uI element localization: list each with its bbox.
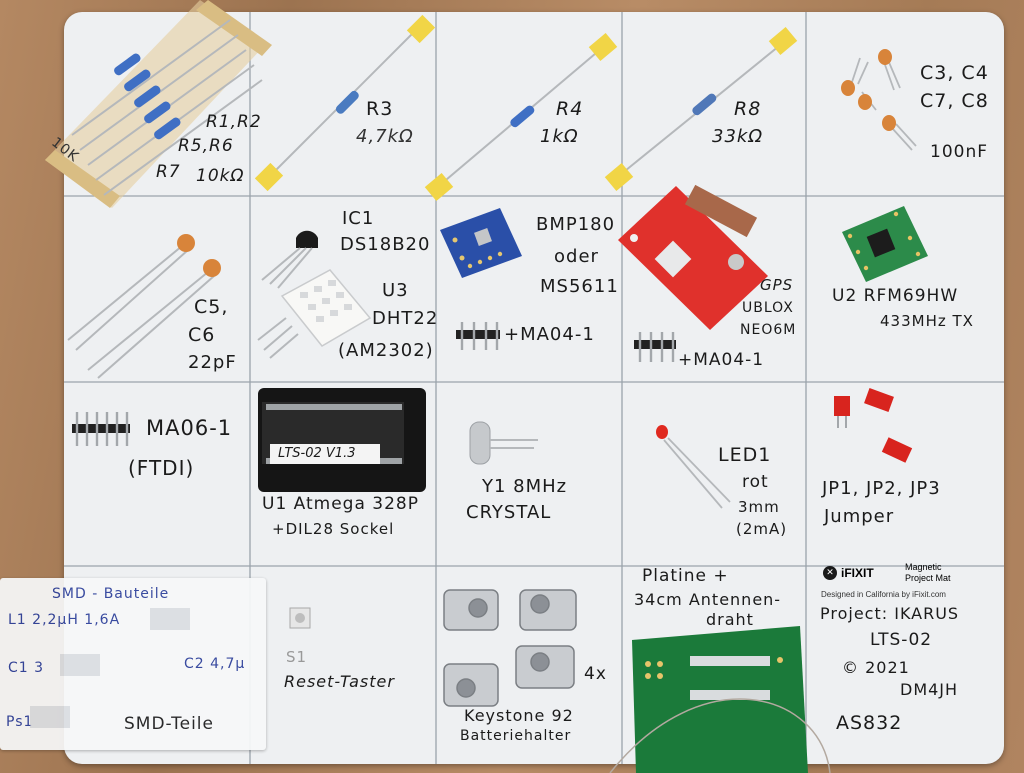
label-keystone: Keystone 92 xyxy=(464,706,574,725)
smd-parts-card: SMD - Bauteile L1 2,2µH 1,6A C1 3 C2 4,7… xyxy=(0,578,266,750)
smd-title: SMD - Bauteile xyxy=(52,586,170,602)
label-3mm: 3mm xyxy=(738,498,780,516)
label-c6: C6 xyxy=(188,324,216,346)
smd-bottom-label: SMD-Teile xyxy=(124,714,214,734)
label-ic1: IC1 xyxy=(342,208,375,229)
label-bmp180: BMP180 xyxy=(536,214,616,235)
ifixit-brand: iFIXIT xyxy=(841,566,874,580)
label-r4-value: 1kΩ xyxy=(540,126,579,147)
label-am2302: (AM2302) xyxy=(338,340,434,361)
smd-ps1: Ps1 xyxy=(6,714,34,730)
label-4x: 4x xyxy=(584,664,607,684)
label-gps-header: +MA04-1 xyxy=(678,350,765,370)
header-4pin-gps xyxy=(634,332,676,362)
label-ma06: MA06-1 xyxy=(146,416,233,440)
label-10k-value: 10kΩ xyxy=(196,166,245,186)
label-jp: JP1, JP2, JP3 xyxy=(822,478,941,499)
mat-title-2: Project Mat xyxy=(905,573,951,583)
label-neo6m: NEO6M xyxy=(740,322,797,338)
smd-c1: C1 3 xyxy=(8,660,45,676)
label-ftdi: (FTDI) xyxy=(128,456,195,480)
red-led xyxy=(656,425,731,509)
smd-l1: L1 2,2µH 1,6A xyxy=(8,612,121,628)
smd-tape-3 xyxy=(30,706,70,728)
label-dil28: +DIL28 Sockel xyxy=(272,520,395,538)
label-lts02: LTS-02 xyxy=(870,630,933,650)
label-22pf: 22pF xyxy=(188,352,237,373)
gps-neo6m-module xyxy=(618,184,768,330)
label-2021: © 2021 xyxy=(842,658,910,677)
atmega-on-foam xyxy=(258,388,426,492)
label-jumper: Jumper xyxy=(824,506,895,527)
label-c5: C5, xyxy=(194,296,229,318)
label-crystal: CRYSTAL xyxy=(466,502,552,523)
smd-c2: C2 4,7µ xyxy=(184,656,246,672)
label-c7c8: C7, C8 xyxy=(920,90,989,112)
label-gps: GPS xyxy=(760,276,794,294)
label-bmp-header: +MA04-1 xyxy=(504,324,595,345)
rfm69hw-module xyxy=(842,206,928,282)
smd-tape-1 xyxy=(150,608,190,630)
label-r1r2: R1,R2 xyxy=(206,112,262,132)
label-r4: R4 xyxy=(556,98,584,120)
bmp180-module xyxy=(440,208,522,278)
jumpers xyxy=(834,388,913,463)
label-atmega: U1 Atmega 328P xyxy=(262,494,419,514)
label-ms5611: MS5611 xyxy=(540,276,619,297)
label-s1: S1 xyxy=(286,648,308,666)
label-u3: U3 xyxy=(382,280,409,301)
label-batteriehalter: Batteriehalter xyxy=(460,728,572,744)
reset-button-part xyxy=(289,607,311,629)
label-c3c4: C3, C4 xyxy=(920,62,989,84)
label-ublox: UBLOX xyxy=(742,300,794,316)
label-r5r6: R5,R6 xyxy=(178,136,234,156)
label-2ma: (2mA) xyxy=(736,520,788,538)
crystal-8mhz xyxy=(469,421,538,465)
ds18b20-sensor xyxy=(261,230,318,289)
label-as832: AS832 xyxy=(836,712,903,734)
mat-title-1: Magnetic xyxy=(905,562,942,572)
label-reset: Reset-Taster xyxy=(284,672,395,691)
label-r8-value: 33kΩ xyxy=(712,126,764,147)
label-rot: rot xyxy=(742,472,769,492)
label-ds18b20: DS18B20 xyxy=(340,234,431,255)
ifixit-logo-box: ✕ iFIXIT Magnetic Project Mat Designed i… xyxy=(817,562,1004,606)
label-antenna: 34cm Antennen- xyxy=(634,590,782,609)
label-r8: R8 xyxy=(734,98,762,120)
battery-holders xyxy=(443,589,577,707)
label-r7: R7 xyxy=(156,162,181,182)
dht22-sensor xyxy=(257,269,372,359)
label-r3: R3 xyxy=(366,98,394,120)
mat-grid xyxy=(64,12,1004,764)
chip-label: LTS-02 V1.3 xyxy=(278,446,356,461)
smd-tape-2 xyxy=(60,654,100,676)
label-y1: Y1 8MHz xyxy=(482,476,568,497)
pcb-board xyxy=(609,626,831,773)
label-oder: oder xyxy=(554,246,599,267)
label-r3-value: 4,7kΩ xyxy=(356,126,414,147)
label-dm4jh: DM4JH xyxy=(900,680,959,699)
mat-subtitle: Designed in California by iFixit.com xyxy=(821,590,946,599)
label-project: Project: IKARUS xyxy=(820,604,960,623)
label-rfm69hw: U2 RFM69HW xyxy=(832,286,959,306)
header-6pin-ftdi xyxy=(72,412,130,446)
resistor-bodies xyxy=(114,53,181,140)
label-dht22: DHT22 xyxy=(372,308,439,329)
label-platine: Platine + xyxy=(642,566,729,586)
label-100nf: 100nF xyxy=(930,142,989,162)
header-4pin-bmp xyxy=(456,322,500,350)
label-433mhz: 433MHz TX xyxy=(880,312,974,330)
ifixit-logo-icon: ✕ xyxy=(823,566,837,580)
label-led1: LED1 xyxy=(718,444,772,466)
label-draht: draht xyxy=(706,610,754,629)
